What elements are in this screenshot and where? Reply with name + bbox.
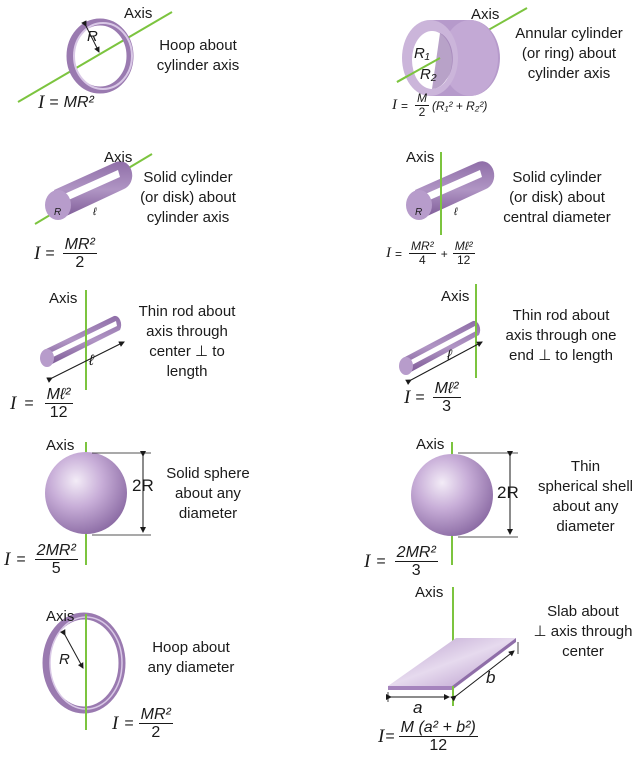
description: Thin rod about axis through one end ⊥ to… (505, 307, 617, 364)
thin-rod-center-figure (40, 290, 125, 390)
solid-cylinder-diameter-figure (406, 152, 495, 235)
hoop-cylinder-axis-figure (17, 11, 173, 103)
width-label-a: a (413, 698, 423, 717)
axis-label: Axis (416, 436, 445, 453)
length-label-b: b (486, 668, 496, 687)
axis-label: Axis (441, 288, 470, 305)
description: Solid cylinder (or disk) about central d… (503, 169, 611, 226)
description: Slab about ⊥ axis through center (533, 603, 633, 660)
solid-sphere-figure (45, 442, 151, 565)
diameter-label: 2R (132, 476, 154, 495)
annular-cylinder-figure (396, 7, 528, 96)
description: Thin spherical shell about any diameter (537, 458, 634, 535)
radius-label: R (59, 651, 70, 668)
outer-radius-label: R₂ (420, 66, 437, 83)
hoop-diameter-figure (42, 612, 126, 730)
diameter-label: 2R (497, 483, 519, 502)
axis-label: Axis (406, 149, 435, 166)
description: Solid sphere about any diameter (166, 465, 250, 522)
axis-label: Axis (415, 584, 444, 601)
solid-cylinder-axis-figure (34, 153, 153, 225)
formula: I = MR² (38, 92, 94, 113)
radius-label: R (54, 207, 62, 218)
axis-label: Axis (471, 6, 500, 23)
length-label: ℓ (447, 347, 452, 364)
length-label: ℓ (93, 206, 97, 218)
description: Solid cylinder (or disk) about cylinder … (140, 169, 236, 226)
formula: I = M (a² + b²)12 (378, 719, 478, 754)
description: Hoop about cylinder axis (156, 37, 240, 74)
axis-label: Axis (46, 608, 75, 625)
axis-label: Axis (124, 5, 153, 22)
axis-label: Axis (46, 437, 75, 454)
thin-rod-end-figure (399, 284, 483, 386)
description: Annular cylinder (or ring) about cylinde… (515, 25, 623, 82)
length-label: ℓ (454, 206, 458, 218)
radius-label: R (87, 28, 98, 45)
description: Hoop about any diameter (147, 639, 235, 676)
axis-label: Axis (104, 149, 133, 166)
slab-figure (386, 587, 519, 706)
length-label: ℓ (89, 352, 94, 369)
inner-radius-label: R₁ (414, 45, 430, 62)
axis-label: Axis (49, 290, 78, 307)
description: Thin rod about axis through center ⊥ to … (138, 303, 236, 380)
radius-label: R (415, 207, 423, 218)
thin-spherical-shell-figure (411, 442, 518, 565)
